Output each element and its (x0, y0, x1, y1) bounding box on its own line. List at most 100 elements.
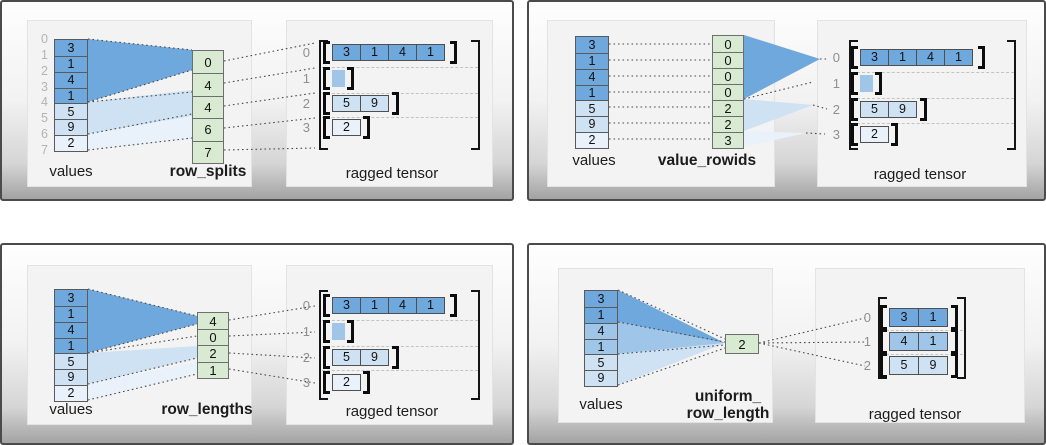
values-cell: 3 (55, 290, 87, 306)
tensor-cell: 1 (918, 332, 948, 351)
tensor-row-label: 3 (302, 375, 310, 390)
param-cell: 1 (198, 361, 228, 378)
row-separator (322, 345, 478, 347)
tensor-cell: 1 (944, 49, 973, 66)
tensor-label: ragged tensor (868, 406, 962, 423)
dotted-connector (758, 341, 866, 344)
row-bracket-right (347, 67, 354, 90)
values-label: values (572, 152, 616, 169)
row-bracket-left (851, 123, 858, 146)
mapping-cone (744, 99, 813, 131)
dotted-connector (758, 342, 866, 367)
param-column: 2 (725, 334, 759, 354)
param-label: row_lengths (161, 401, 253, 418)
param-cell: 0 (713, 52, 743, 68)
row-separator (852, 97, 1014, 99)
tensor-cell: 2 (332, 374, 361, 391)
param-cell: 6 (193, 118, 223, 141)
tensor-row-label: 2 (302, 96, 310, 111)
row-bracket-left (880, 353, 887, 378)
row-bracket-right (347, 320, 354, 343)
mapping-cone (88, 289, 197, 353)
dotted-connector (805, 132, 826, 135)
dotted-connector (758, 317, 866, 344)
boundary-index-label: 1 (41, 47, 48, 62)
row-separator (322, 66, 478, 68)
row-bracket-left (323, 294, 330, 317)
tensor-row: 2 (332, 119, 361, 136)
dotted-connector (87, 357, 198, 385)
tensor-row-label: 1 (302, 71, 310, 86)
tensor-cell: 3 (332, 44, 361, 61)
row-bracket-left (323, 92, 330, 115)
outer-bracket-left (878, 297, 887, 379)
tensor-row-label: 3 (832, 127, 840, 142)
dotted-connector (223, 117, 316, 129)
dotted-connector (228, 368, 316, 384)
row-separator (852, 122, 1014, 124)
outer-bracket-right (471, 290, 480, 400)
row-bracket-right (363, 116, 370, 139)
empty-row-box (860, 75, 873, 92)
param-cell: 0 (713, 36, 743, 52)
values-cell: 4 (576, 68, 608, 85)
empty-row-box (332, 323, 345, 340)
row-separator (322, 116, 478, 118)
outer-bracket-left (849, 40, 858, 150)
row-bracket-right (875, 72, 882, 95)
row-bracket-right (450, 41, 457, 64)
param-cell: 0 (198, 329, 228, 346)
tensor-cell: 3 (860, 49, 889, 66)
tensor-cell: 5 (332, 95, 361, 112)
tensor-row-label: 1 (832, 76, 840, 91)
param-label: uniform_ row_length (686, 388, 770, 422)
connector-overlay (617, 289, 866, 386)
row-bracket-left (323, 67, 330, 90)
row-bracket-left (851, 72, 858, 95)
tensor-cell: 9 (888, 101, 917, 118)
dotted-connector (743, 81, 814, 100)
row-bracket-left (851, 46, 858, 69)
values-cell: 3 (585, 291, 617, 307)
dotted-connector (87, 69, 193, 103)
tensor-cell: 4 (916, 49, 945, 66)
tensor-cell: 5 (889, 356, 919, 375)
values-cell: 2 (55, 385, 87, 402)
values-cell: 4 (585, 322, 617, 339)
values-cell: 1 (576, 84, 608, 101)
param-cell: 0 (713, 84, 743, 100)
outer-bracket-left (319, 290, 328, 400)
param-cell: 2 (713, 116, 743, 132)
mapping-cone (88, 362, 197, 400)
mapping-cone (88, 346, 197, 384)
param-cell: 3 (713, 132, 743, 148)
values-cell: 5 (585, 354, 617, 371)
dotted-connector (617, 289, 726, 340)
tensor-cell: 1 (416, 44, 445, 61)
tensor-row-label: 2 (302, 350, 310, 365)
connector-overlay (87, 38, 316, 151)
tensor-row-label: 3 (302, 120, 310, 135)
tensor-row-label: 0 (832, 50, 840, 65)
row-bracket-right (951, 305, 958, 330)
dotted-connector (87, 335, 198, 354)
values-cell: 1 (55, 305, 87, 322)
mapping-cone (618, 290, 725, 343)
mapping-cone (88, 39, 192, 102)
boundary-index-label: 6 (41, 126, 48, 141)
values-cell: 1 (585, 338, 617, 355)
dotted-connector (617, 347, 726, 386)
tensor-row-label: 2 (863, 358, 871, 373)
values-label: values (49, 401, 93, 418)
dotted-connector (223, 67, 316, 84)
row-separator (881, 353, 963, 355)
outer-bracket-right (1007, 40, 1016, 150)
tensor-row: 2 (860, 126, 889, 143)
